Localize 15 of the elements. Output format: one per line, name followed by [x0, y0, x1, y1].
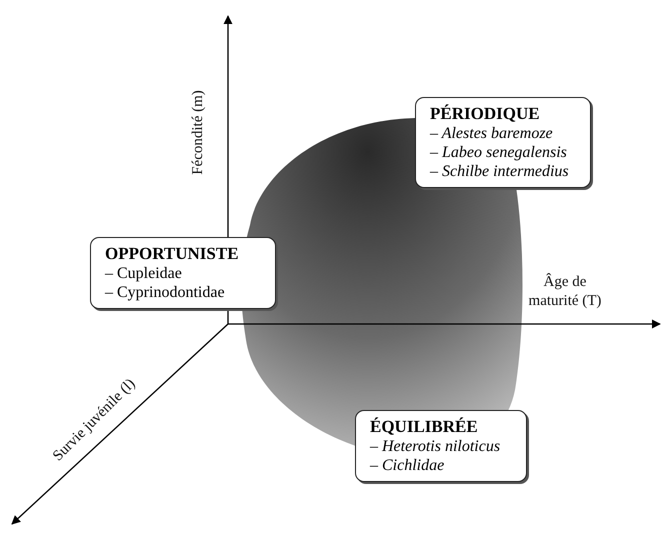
list-item: – Cyprinodontidae	[105, 283, 225, 302]
list-item: – Cupleidae	[105, 264, 182, 283]
box-heading: ÉQUILIBRÉE	[370, 417, 478, 437]
box-heading: OPPORTUNISTE	[105, 244, 239, 264]
list-item: – Cichlidae	[370, 456, 444, 475]
category-box	[90, 237, 276, 309]
list-item: – Schilbe intermedius	[430, 162, 569, 181]
list-item: – Heterotis niloticus	[370, 437, 500, 456]
box-heading: PÉRIODIQUE	[430, 104, 540, 124]
axis-label: Fécondité (m)	[190, 90, 206, 174]
category-box	[415, 97, 591, 188]
list-item: – Alestes baremoze	[430, 124, 553, 143]
category-box	[355, 410, 527, 482]
list-item: – Labeo senegalensis	[430, 143, 567, 162]
axis-label: Âge de maturité (T)	[528, 273, 602, 311]
